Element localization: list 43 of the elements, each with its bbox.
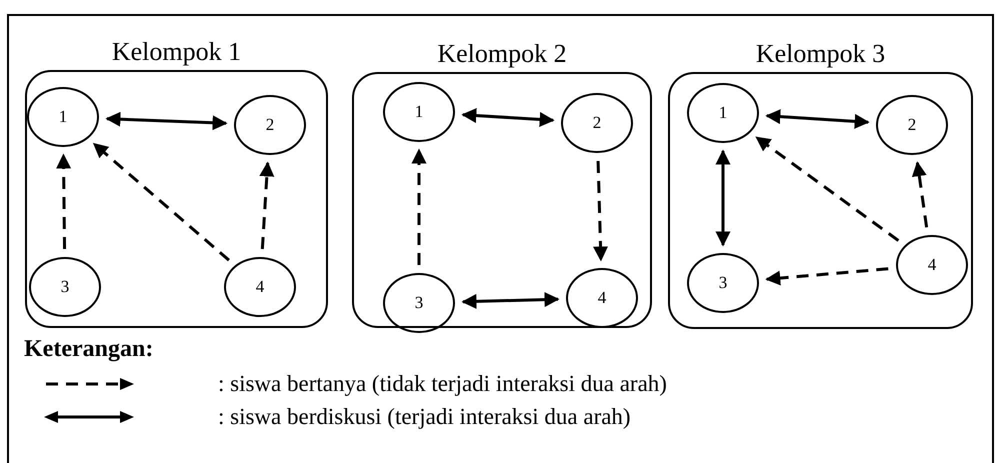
student-number: 4	[928, 255, 936, 275]
arrow	[755, 136, 900, 242]
group-title: Kelompok 1	[110, 37, 242, 67]
student-ellipse	[687, 253, 759, 313]
student-ellipse	[383, 82, 455, 142]
student-ellipse	[561, 93, 633, 153]
student-number: 3	[414, 293, 424, 313]
arrow	[765, 267, 888, 286]
student-ellipse	[234, 95, 306, 155]
student-number: 2	[266, 115, 274, 135]
student-number: 4	[256, 277, 264, 297]
student-ellipse	[224, 257, 296, 317]
arrow	[105, 112, 228, 130]
arrow	[56, 154, 72, 250]
arrow	[461, 108, 555, 127]
arrow	[412, 148, 426, 265]
student-ellipse	[687, 83, 759, 143]
student-number: 2	[592, 113, 602, 133]
student-ellipse	[29, 257, 101, 317]
student-number: 1	[718, 103, 728, 123]
student-ellipse	[566, 268, 638, 328]
group-title: Kelompok 2	[436, 39, 568, 69]
group-title: Kelompok 3	[754, 39, 886, 69]
arrow	[912, 161, 928, 228]
student-number: 1	[414, 102, 424, 122]
student-ellipse	[876, 95, 948, 155]
legend-text: : siswa bertanya (tidak terjadi interaksi dua arah)	[218, 370, 667, 398]
legend-heading: Keterangan:	[24, 335, 154, 363]
arrow	[461, 292, 560, 309]
student-ellipse	[27, 87, 99, 147]
student-number: 3	[718, 273, 728, 293]
student-number: 1	[58, 107, 68, 127]
legend-text: : siswa berdiskusi (terjadi interaksi dua arah)	[218, 403, 631, 431]
arrow	[765, 109, 870, 129]
student-number: 2	[908, 115, 916, 135]
student-ellipse	[896, 235, 968, 295]
student-number: 4	[598, 288, 606, 308]
arrow	[259, 161, 274, 250]
student-number: 3	[60, 277, 70, 297]
arrow	[92, 142, 230, 262]
arrow	[593, 160, 608, 262]
student-ellipse	[383, 273, 455, 333]
arrow	[716, 150, 730, 246]
